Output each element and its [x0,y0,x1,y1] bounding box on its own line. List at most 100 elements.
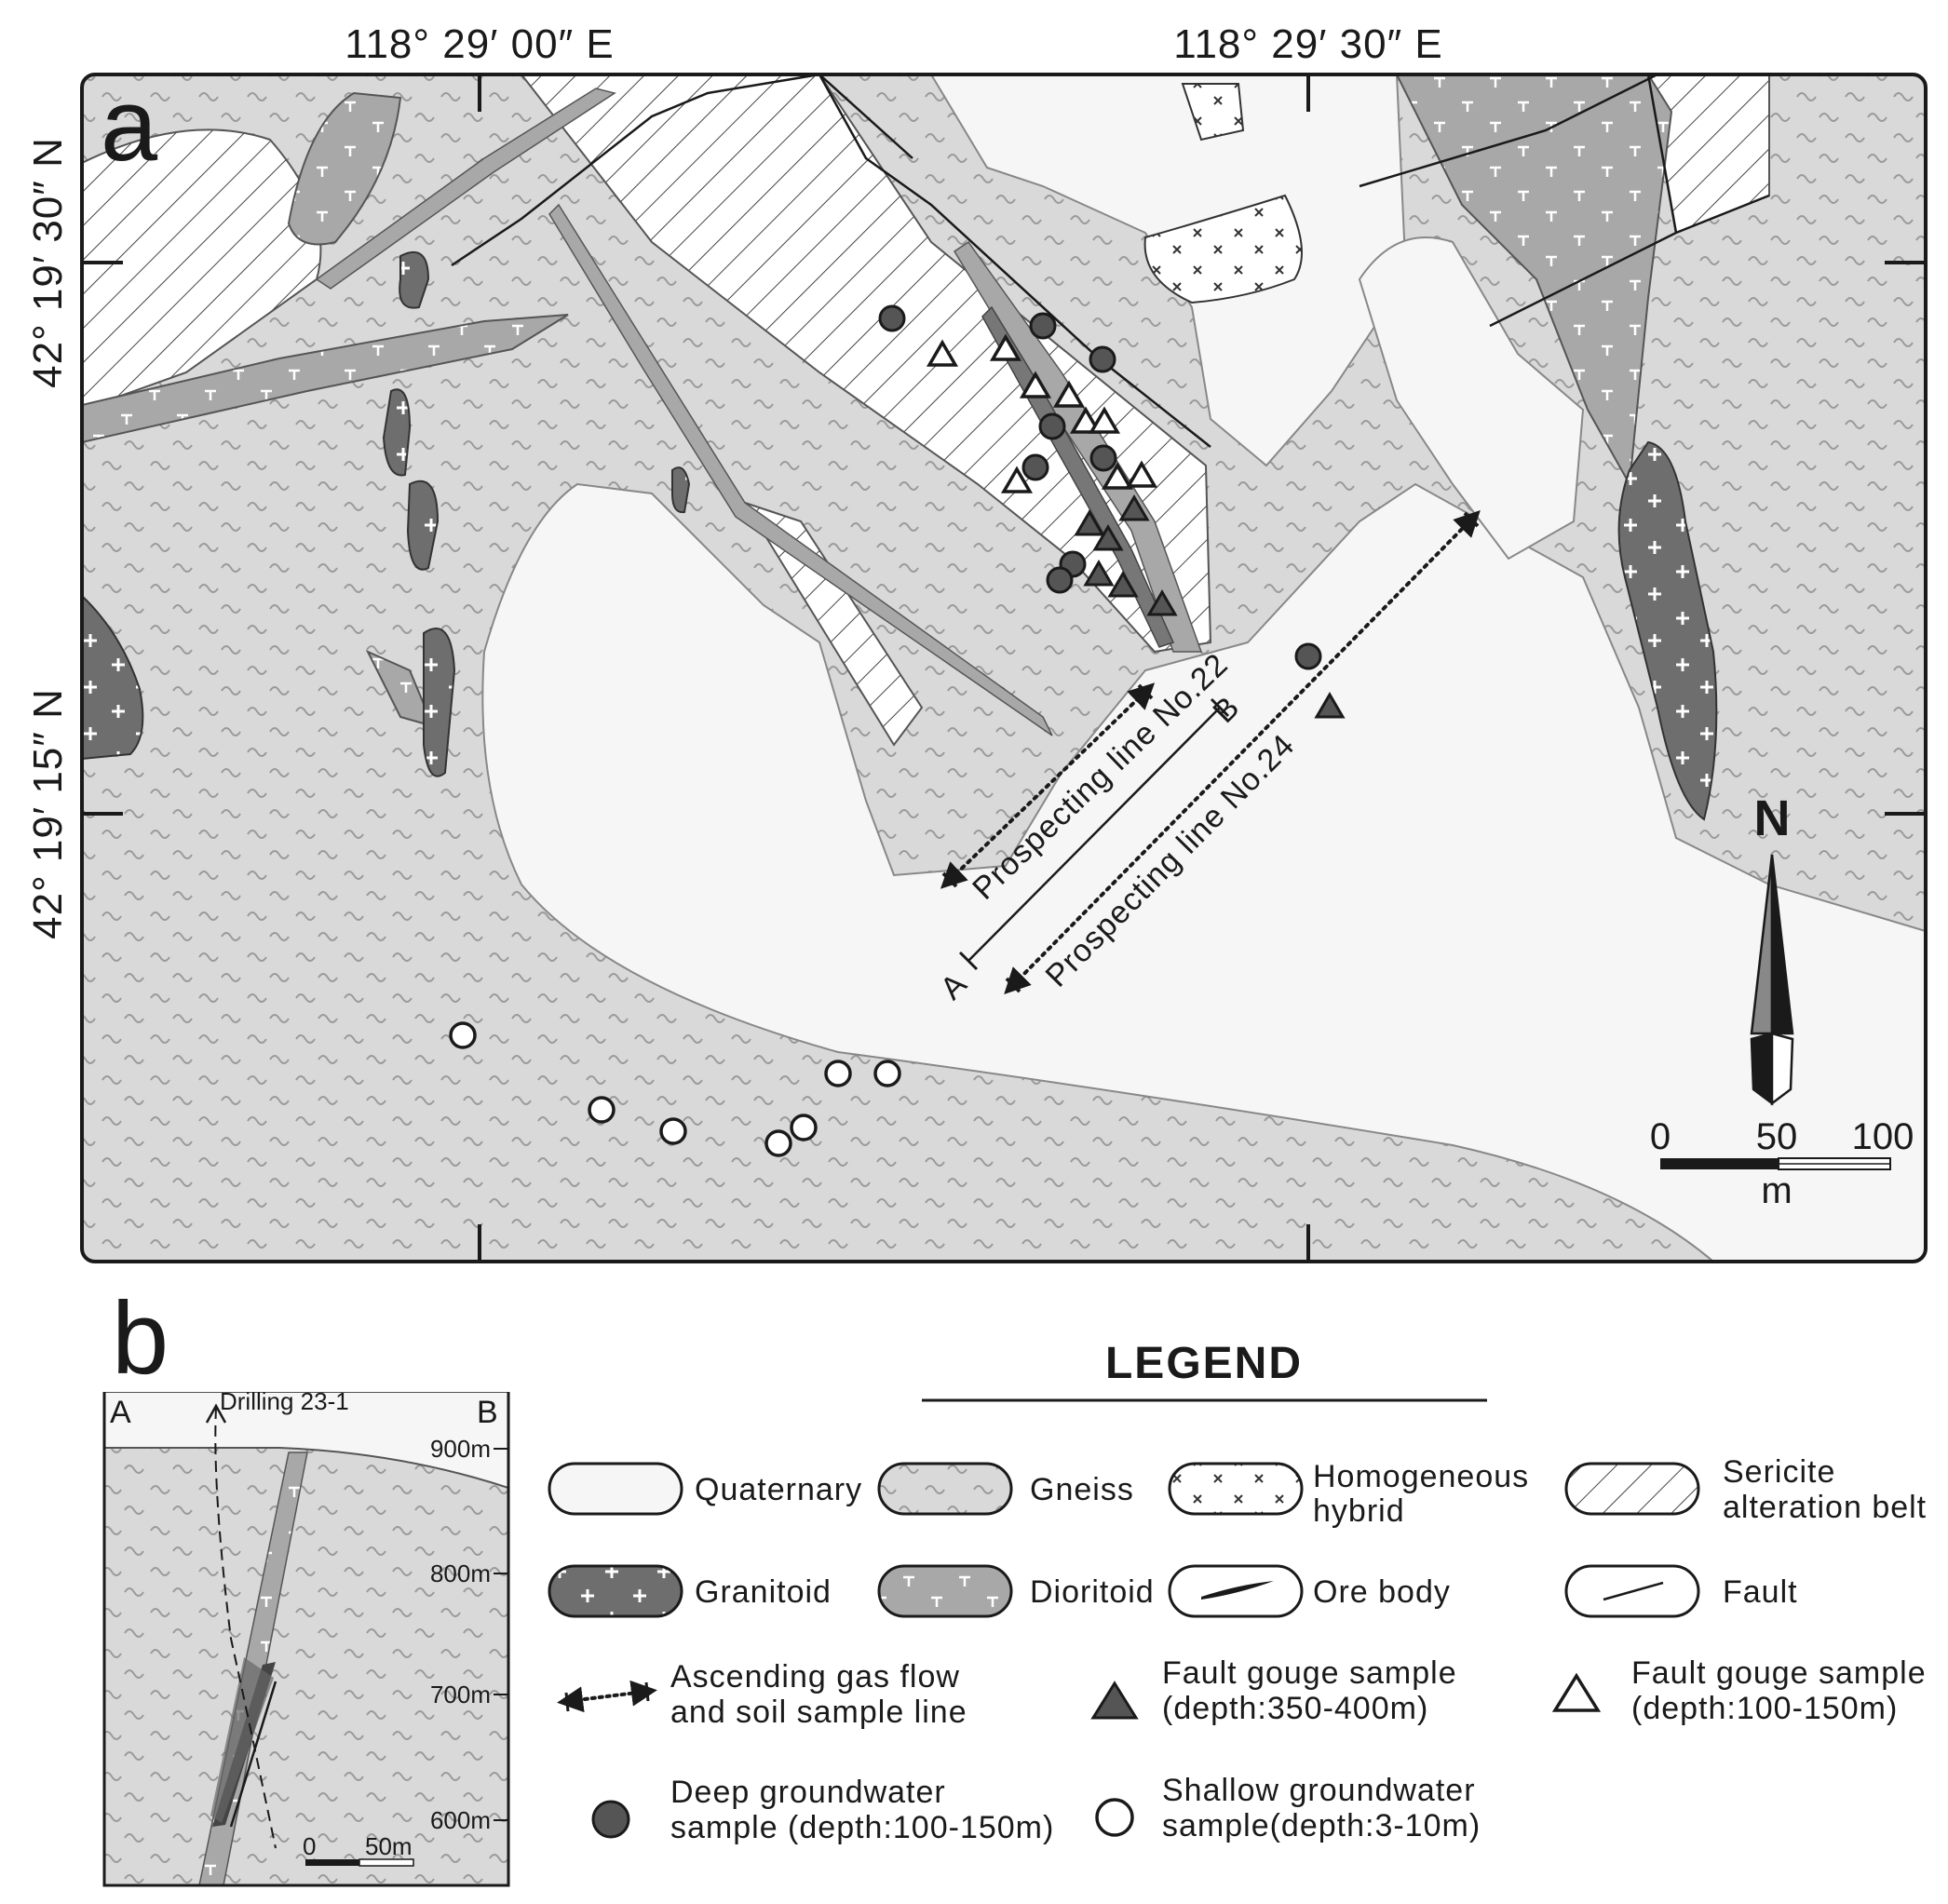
fault-gouge-deep-sample [1092,524,1124,551]
deep-groundwater-samples [878,304,1322,670]
legend-item-hybrid: Homogeneous hybrid [1168,1459,1529,1529]
frame-ticks [82,74,1926,1262]
gw-deep-glyph [591,1800,630,1839]
legend-label: Ascending gas flow [670,1659,960,1695]
depth-800m: 800m [430,1560,491,1587]
legend-item-gw-shallow: Shallow groundwater sample(depth:3-10m) [1095,1773,1480,1843]
fault-gouge-deep-samples [1074,494,1346,719]
gw-shallow-glyph [1095,1798,1134,1837]
legend-label: and soil sample line [670,1695,967,1730]
section-scale-zero: 0 [303,1832,316,1860]
dioritoid-dyke-nw [287,91,402,246]
legend-label: Homogeneous [1313,1459,1529,1494]
section-ore-body-lens [210,1657,274,1823]
legend-label: (depth:100-150m) [1631,1691,1898,1726]
legend-label: Sericite [1723,1454,1835,1490]
fault-gouge-deep-sample [1314,692,1346,719]
legend-label: sample (depth:100-150m) [670,1810,1054,1845]
legend-label: Ore body [1313,1574,1451,1610]
homogeneous-hybrid-small [1181,83,1245,142]
panel-b-letter: b [112,1281,169,1396]
coord-left-upper: 42° 19′ 30″ N [25,137,71,388]
cross-section-panel: b A B Drilling 23-1 900m 800m 700m 600m [102,1281,510,1887]
drilling-label: Drilling 23-1 [220,1387,349,1415]
coord-left-lower: 42° 19′ 15″ N [25,688,71,939]
line-24-endcap-sw [1005,977,1021,993]
fault-gouge-deep-sample [1107,571,1139,598]
legend-item-gouge-shallow: Fault gouge sample (depth:100-150m) [1551,1655,1926,1726]
ore-body-glyph [1201,1581,1274,1600]
fault-gouge-deep-sample [1146,589,1178,616]
legend-item-fault: Fault [1564,1564,1798,1618]
quaternary-east [1358,236,1585,560]
legend-label: hybrid [1313,1493,1405,1529]
sericite-swatch [1564,1462,1700,1516]
north-label: N [1754,790,1791,846]
deep-groundwater-sample [1294,642,1322,670]
legend-item-quaternary: Quaternary [548,1462,861,1516]
sericite-belt-west [82,128,322,412]
legend-label: Fault [1723,1574,1798,1610]
section-quaternary [104,1392,508,1490]
scale-bar-dark [1660,1158,1779,1169]
section-endcap-a [958,951,979,971]
depth-700m: 700m [430,1681,491,1708]
section-gneiss [104,1392,508,1885]
fault-gouge-shallow-sample [1125,460,1158,488]
section-scale-length: 50m [365,1832,413,1860]
depth-900m: 900m [430,1435,491,1463]
legend-label: alteration belt [1723,1490,1927,1525]
dioritoid-swatch [877,1564,1013,1618]
north-arrow-tail-right [1770,1032,1794,1106]
section-end-b-label: B [477,1395,498,1430]
shallow-groundwater-sample [449,1021,477,1049]
fault-gouge-shallow-sample [926,339,959,367]
prospecting-line-24 [1004,510,1481,994]
north-arrow: N [1750,790,1794,1106]
shallow-groundwater-samples [449,1021,901,1157]
legend: LEGEND Quaternary Gneiss Homogeneous hyb… [548,1339,1927,1845]
map-scale-bar: 0 50 100 m [1650,1116,1914,1211]
legend-label: Dioritoid [1030,1574,1155,1610]
map-panel: a 118° 29′ 00″ E 118° 29′ 30″ E 42° 19′ … [25,21,1928,1263]
section-fault [229,1681,277,1828]
depth-600m: 600m [430,1806,491,1834]
deep-groundwater-sample [1046,566,1074,594]
legend-item-gneiss: Gneiss [877,1462,1133,1516]
coord-top-right: 118° 29′ 30″ E [1173,21,1442,67]
granitoid-dyke-5 [671,466,691,514]
gneiss-swatch [877,1462,1013,1516]
fault-gouge-shallow-sample [1088,406,1121,434]
legend-label: Fault gouge sample [1162,1655,1457,1691]
gas-line-glyph [557,1680,657,1713]
quaternary-swatch [548,1462,683,1516]
fault-gouge-deep-sample [1083,560,1115,587]
shallow-groundwater-sample [873,1060,901,1087]
legend-item-gouge-deep: Fault gouge sample (depth:350-400m) [1090,1655,1457,1726]
legend-label: Shallow groundwater [1162,1773,1476,1808]
drill-hole-arrow [205,1403,227,1424]
fault-gouge-deep-sample [1118,494,1150,521]
drill-hole-trace [214,1407,277,1849]
deep-groundwater-sample [1021,453,1049,481]
legend-label: (depth:350-400m) [1162,1691,1428,1726]
granitoid-west-edge [82,593,144,761]
fault-glyph [1603,1581,1664,1601]
fault-gouge-shallow-sample [1052,380,1086,408]
fault-gouge-shallow-sample [1000,466,1034,493]
scale-tick-0: 0 [1650,1116,1671,1157]
fault-gouge-shallow-sample [1019,371,1052,398]
north-arrow-right [1770,854,1794,1035]
scale-unit: m [1761,1170,1792,1211]
fault-gouge-shallow-sample [1101,462,1134,490]
shallow-groundwater-sample [764,1129,792,1157]
dioritoid-stripe-1 [315,88,616,290]
gouge-deep-glyph [1090,1681,1139,1720]
line-24-endcap-ne [1463,511,1480,528]
fault-gouge-shallow-sample [989,333,1022,361]
section-frame [102,1392,510,1887]
fault-gouge-shallow-sample [1069,406,1103,434]
legend-label: Deep groundwater [670,1775,946,1810]
granitoid-swatch [548,1564,683,1618]
